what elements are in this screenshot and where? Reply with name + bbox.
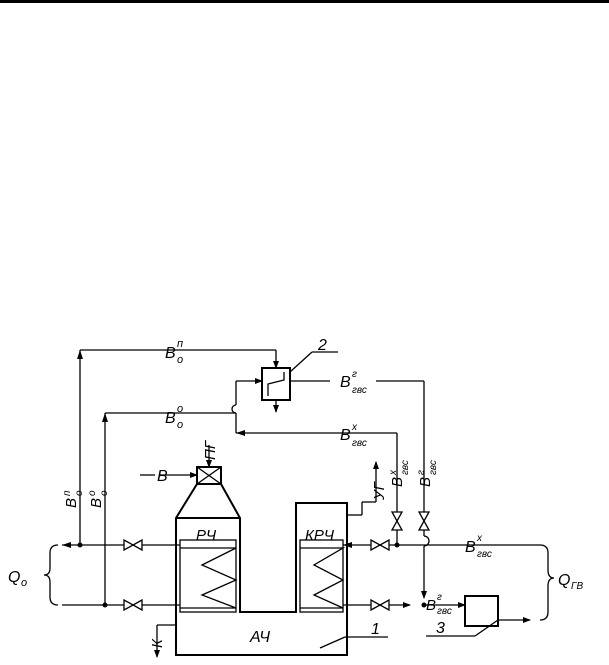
svg-text:х: х	[351, 422, 358, 433]
dhw-hot-line	[290, 380, 430, 599]
label-radiant: РЧ	[196, 527, 217, 544]
svg-text:гвс: гвс	[437, 606, 452, 617]
svg-text:гвс: гвс	[352, 385, 367, 396]
svg-text:2: 2	[317, 337, 327, 354]
svg-text:К: К	[149, 638, 166, 648]
svg-text:о: о	[177, 354, 183, 366]
svg-text:о: о	[21, 577, 27, 589]
supply-line-top	[77, 349, 279, 545]
top-rule	[0, 0, 609, 3]
heat-exchanger-2	[261, 367, 291, 413]
dhw-hot-riser-valve	[417, 511, 431, 531]
label-air: В	[140, 468, 168, 485]
svg-text:В: В	[165, 345, 176, 362]
dhw-hot-pipe	[343, 598, 466, 612]
svg-text:1: 1	[371, 621, 380, 638]
heating-return-pipe	[62, 598, 180, 612]
label-active-zone: АЧ	[249, 629, 270, 646]
svg-text:п: п	[177, 338, 183, 350]
boiler-body	[175, 483, 348, 656]
svg-text:х: х	[388, 469, 399, 476]
svg-text:В: В	[340, 374, 351, 391]
svg-text:гвс: гвс	[352, 438, 367, 449]
label-vert-supply: В п о	[62, 490, 85, 508]
svg-text:о: о	[87, 490, 98, 496]
svg-text:г: г	[437, 592, 442, 603]
svg-text:ПГ: ПГ	[202, 439, 219, 460]
svg-text:г: г	[352, 369, 357, 380]
label-condensate: К	[149, 638, 166, 648]
svg-text:Q: Q	[558, 572, 570, 589]
label-2: 2	[289, 337, 338, 373]
svg-text:гвс: гвс	[477, 549, 492, 560]
svg-text:ГВ: ГВ	[571, 581, 583, 592]
svg-text:В: В	[88, 498, 105, 508]
label-fuel: ПГ	[202, 439, 219, 460]
burner	[160, 445, 222, 485]
svg-text:3: 3	[436, 620, 445, 637]
consumer-3	[464, 595, 531, 627]
svg-text:о: о	[74, 490, 85, 496]
label-dhw-cold: В гвс х	[340, 422, 367, 449]
brace-heat-load-o: Q о	[8, 544, 59, 606]
svg-text:г: г	[416, 470, 427, 475]
label-right-hot: В гвс г	[426, 592, 452, 617]
svg-text:п: п	[62, 490, 73, 496]
svg-text:гвс: гвс	[428, 460, 439, 475]
label-exhaust: УГ	[371, 480, 388, 501]
svg-text:УГ: УГ	[371, 480, 388, 501]
label-dhw-hot: В гвс г	[340, 369, 367, 396]
label-supply-top: В о п	[165, 338, 183, 366]
svg-text:Q: Q	[8, 569, 20, 586]
label-vert-cold: В х гвс	[388, 460, 411, 487]
return-line-o	[102, 378, 263, 605]
label-3: 3	[426, 619, 499, 637]
svg-text:В: В	[157, 468, 168, 485]
dhw-cold-riser-valve	[390, 511, 404, 545]
svg-text:о: о	[99, 490, 110, 496]
label-convective: КРЧ	[305, 527, 335, 544]
svg-text:В: В	[426, 597, 436, 614]
svg-text:В: В	[63, 498, 80, 508]
svg-text:о: о	[177, 403, 183, 415]
svg-text:В: В	[389, 477, 406, 487]
dhw-cold-pipe	[343, 538, 540, 552]
svg-text:В: В	[340, 427, 351, 444]
label-1: 1	[319, 621, 388, 649]
label-vert-return: В о о	[87, 490, 110, 508]
svg-text:В: В	[465, 539, 476, 556]
svg-text:В: В	[165, 410, 176, 427]
dhw-cold-line	[235, 413, 398, 512]
heating-supply-pipe	[62, 538, 180, 552]
svg-text:х: х	[476, 533, 483, 544]
label-vert-hot: В г гвс	[416, 460, 439, 487]
condensate-line	[154, 624, 176, 658]
exhaust-line	[347, 461, 379, 516]
label-right-cold: В гвс х	[465, 533, 492, 560]
svg-text:о: о	[177, 419, 183, 431]
label-return-o: В о о	[165, 403, 183, 431]
brace-heat-load-gv: Q ГВ	[539, 544, 583, 621]
svg-text:гвс: гвс	[400, 460, 411, 475]
svg-text:В: В	[417, 477, 434, 487]
